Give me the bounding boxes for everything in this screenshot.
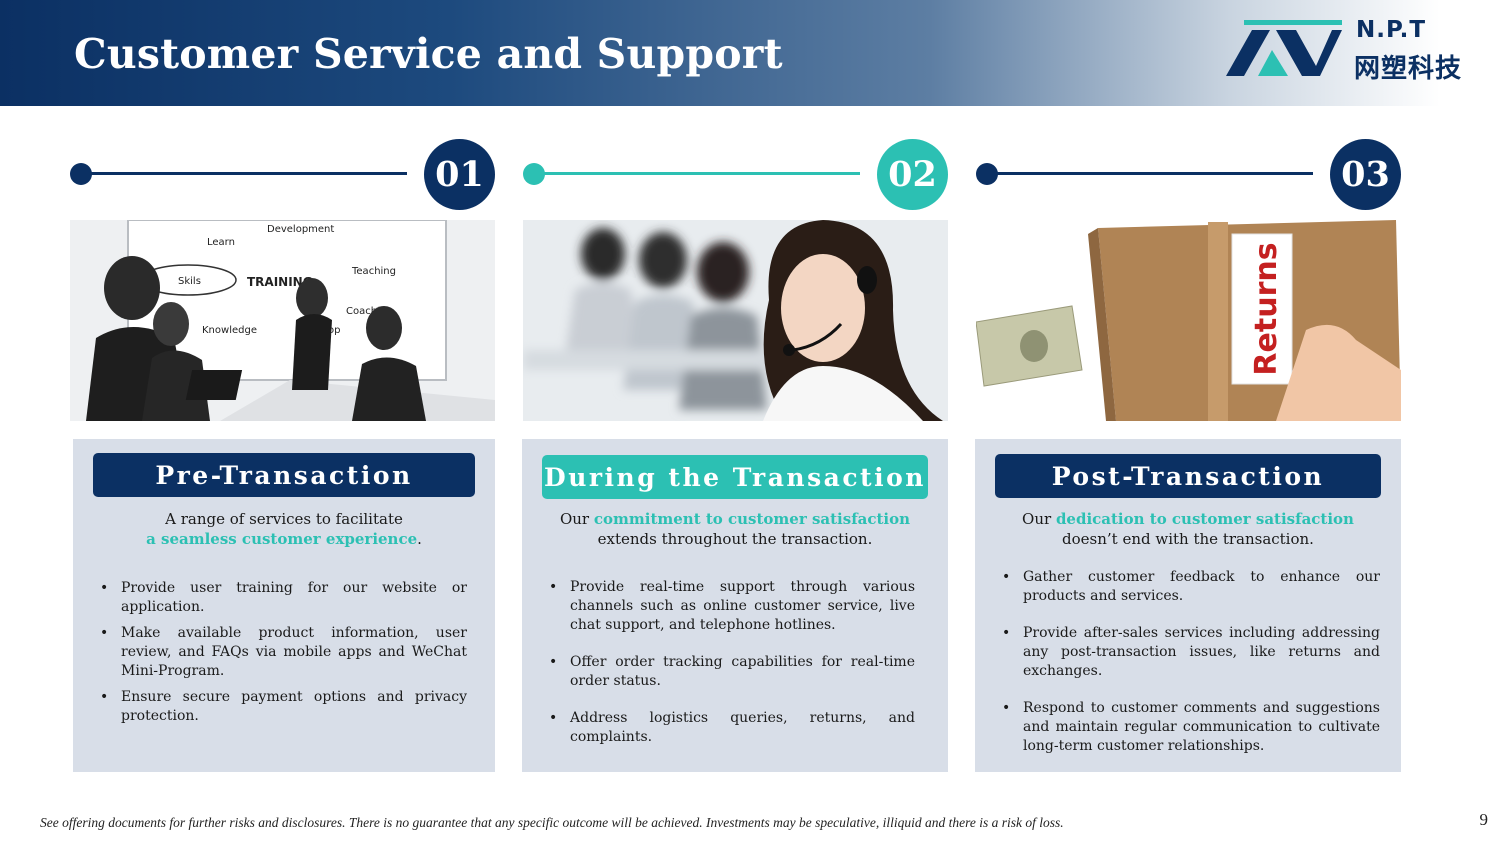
step-number-01: 01	[424, 139, 495, 210]
intro-prefix: Our	[1022, 510, 1056, 528]
logo-wordmark-cn: 网塑科技	[1354, 54, 1463, 84]
pre-transaction-title: Pre-Transaction	[93, 453, 475, 497]
whiteboard-word-op: op	[328, 325, 340, 336]
intro-text: A range of services to facilitate	[165, 510, 403, 528]
npt-logo-icon	[1226, 20, 1342, 76]
whiteboard-word-learn: Learn	[207, 237, 235, 248]
intro-highlight: dedication to customer satisfaction	[1055, 510, 1354, 528]
page-title: Customer Service and Support	[74, 30, 783, 78]
intro-text: extends throughout the transaction.	[597, 530, 873, 548]
whiteboard-word-skills: Skils	[178, 276, 201, 287]
intro-end: .	[417, 530, 422, 548]
intro-highlight: commitment to customer satisfaction	[593, 510, 911, 528]
page-number: 9	[1479, 810, 1489, 829]
list-item: Gather customer feedback to enhance our …	[1002, 568, 1380, 606]
during-transaction-bullets: Provide real-time support through variou…	[549, 578, 915, 765]
pre-transaction-card: Pre-Transaction A range of services to f…	[73, 439, 495, 772]
whiteboard-word-development: Development	[267, 224, 334, 235]
list-item: Provide user training for our website or…	[100, 579, 467, 617]
list-item: Offer order tracking capabilities for re…	[549, 653, 915, 691]
step-number-02: 02	[877, 139, 948, 210]
intro-prefix: Our	[559, 510, 594, 528]
during-transaction-intro: Our commitment to customer satisfaction …	[542, 509, 928, 549]
whiteboard-word-training: TRAINING	[247, 275, 313, 289]
timeline-line-01	[81, 172, 407, 175]
post-transaction-card: Post-Transaction Our dedication to custo…	[975, 439, 1401, 772]
intro-highlight: a seamless customer experience	[146, 530, 418, 548]
during-transaction-card: During the Transaction Our commitment to…	[522, 439, 948, 772]
logo-wordmark-en: N.P.T	[1356, 17, 1427, 43]
list-item: Ensure secure payment options and privac…	[100, 688, 467, 726]
post-transaction-title: Post-Transaction	[995, 454, 1381, 498]
list-item: Address logistics queries, returns, and …	[549, 709, 915, 747]
returns-label: Returns	[1249, 242, 1284, 375]
post-transaction-bullets: Gather customer feedback to enhance our …	[1002, 568, 1380, 774]
training-session-photo: Development Learn Teaching Skils Coach K…	[70, 220, 495, 421]
whiteboard-word-teaching: Teaching	[351, 266, 396, 277]
returns-parcel-photo: Returns	[976, 220, 1401, 421]
timeline-line-03	[987, 172, 1313, 175]
list-item: Provide after-sales services including a…	[1002, 624, 1380, 681]
pre-transaction-bullets: Provide user training for our website or…	[100, 579, 467, 733]
post-transaction-intro: Our dedication to customer satisfaction …	[995, 509, 1381, 549]
pre-transaction-intro: A range of services to facilitate a seam…	[93, 509, 475, 549]
intro-text: doesn’t end with the transaction.	[1062, 530, 1314, 548]
list-item: Provide real-time support through variou…	[549, 578, 915, 635]
list-item: Make available product information, user…	[100, 624, 467, 681]
whiteboard-word-coach: Coach	[346, 306, 377, 317]
during-transaction-title: During the Transaction	[542, 455, 928, 499]
header-banner: Customer Service and Support N.P.T 网塑科技	[0, 0, 1500, 106]
disclaimer-footnote: See offering documents for further risks…	[40, 815, 1064, 830]
whiteboard-word-knowledge: Knowledge	[202, 325, 257, 336]
step-number-03: 03	[1330, 139, 1401, 210]
call-center-photo	[523, 220, 948, 421]
timeline-line-02	[534, 172, 860, 175]
list-item: Respond to customer comments and suggest…	[1002, 699, 1380, 756]
